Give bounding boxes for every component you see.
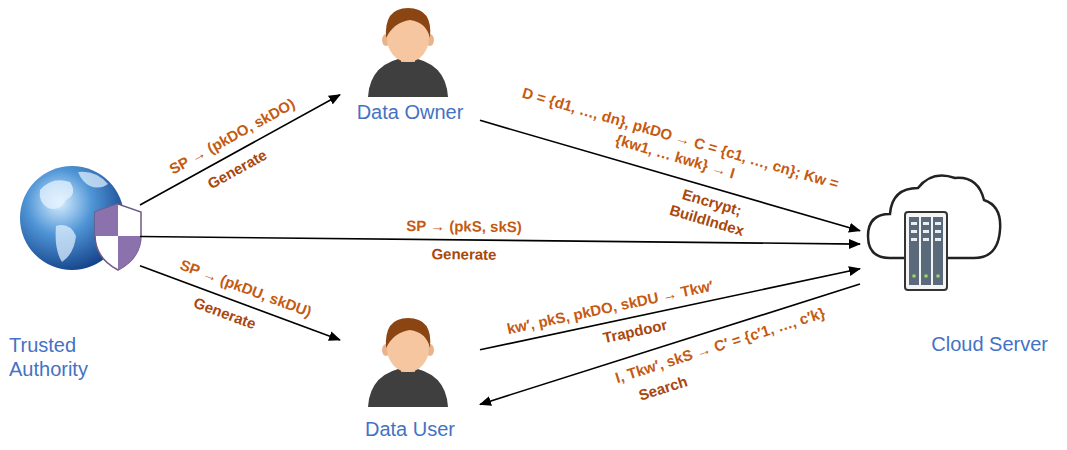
globe-icon — [20, 166, 141, 270]
cloud-icon — [868, 176, 1000, 290]
actor-label: Data Owner — [357, 100, 464, 124]
actor-label: Data User — [365, 417, 455, 441]
edge-label: D = {d1, …, dn}, pkDO → C = {c1, …, cn};… — [515, 82, 842, 211]
person-icon — [368, 318, 448, 407]
step-name: Generate — [431, 244, 496, 264]
actor-label: Cloud Server — [931, 332, 1048, 356]
arrow-connector — [140, 95, 340, 205]
actor-node: Trusted Authority — [5, 160, 140, 385]
actor-label: Trusted Authority — [9, 333, 119, 381]
step-name: Trapdoor — [601, 315, 669, 347]
arrow-connector — [140, 237, 860, 245]
actor-node: Cloud Server — [860, 170, 1052, 360]
person-icon — [368, 8, 448, 97]
edge-label: I, Tkw′, skS → C′ = {c′1, …, c′k} — [613, 303, 828, 387]
edge-label: SP → (pkS, skS) — [406, 216, 522, 236]
actor-node: Data User — [340, 305, 480, 445]
actor-node: Data Owner — [340, 0, 480, 128]
